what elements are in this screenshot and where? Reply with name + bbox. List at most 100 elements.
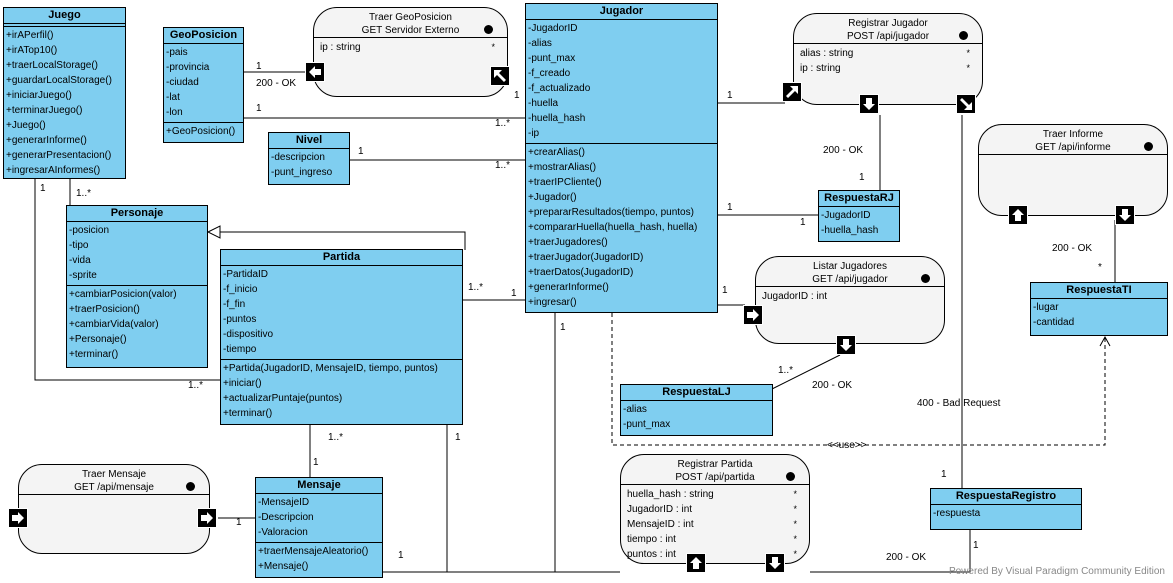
class-respuestarj-title: RespuestaRJ bbox=[819, 191, 899, 207]
attribute: -f_actualizado bbox=[528, 83, 591, 94]
multiplicity-label: 1 bbox=[514, 90, 520, 101]
endpoint-dot-icon bbox=[959, 31, 968, 40]
endpoint-traer-geoposicion[interactable]: Traer GeoPosicion GET Servidor Externo i… bbox=[313, 7, 508, 97]
attribute: -vida bbox=[69, 255, 91, 266]
method: +Mensaje() bbox=[258, 561, 309, 572]
class-respuestarj[interactable]: RespuestaRJ -JugadorID -huella_hash bbox=[818, 190, 900, 242]
endpoint-method: GET Servidor Externo bbox=[361, 25, 460, 36]
arrow-diagonal-up-icon bbox=[782, 82, 802, 102]
class-geoposicion-title: GeoPosicion bbox=[164, 28, 243, 44]
class-personaje[interactable]: Personaje -posicion -tipo -vida -sprite … bbox=[66, 205, 208, 368]
multiplicity-label: 1 bbox=[859, 172, 865, 183]
response-label: 200 - OK bbox=[812, 380, 853, 391]
class-jugador[interactable]: Jugador -JugadorID -alias -punt_max -f_c… bbox=[525, 3, 718, 313]
class-respuestaregistro-title: RespuestaRegistro bbox=[931, 489, 1081, 505]
watermark: Powered By Visual Paradigm Community Edi… bbox=[948, 566, 1165, 577]
attribute: -JugadorID bbox=[821, 210, 871, 221]
attribute: -alias bbox=[528, 38, 552, 49]
class-respuestalj-title: RespuestaLJ bbox=[621, 385, 772, 401]
multiplicity-label: 1 bbox=[722, 285, 728, 296]
arrow-down-icon bbox=[859, 94, 879, 114]
endpoint-dot-icon bbox=[484, 25, 493, 34]
arrow-diagonal-down-icon bbox=[956, 94, 976, 114]
class-partida-title: Partida bbox=[221, 250, 462, 266]
class-personaje-title: Personaje bbox=[67, 206, 207, 222]
class-partida[interactable]: Partida -PartidaID -f_inicio -f_fin -pun… bbox=[220, 249, 463, 425]
class-respuestalj[interactable]: RespuestaLJ -alias -punt_max bbox=[620, 384, 773, 436]
class-nivel[interactable]: Nivel -descripcion -punt_ingreso bbox=[268, 132, 350, 185]
response-label: 200 - OK bbox=[256, 78, 297, 89]
class-respuestati[interactable]: RespuestaTI -lugar -cantidad bbox=[1030, 282, 1168, 336]
endpoint-listar-jugadores[interactable]: Listar Jugadores GET /api/jugador Jugado… bbox=[755, 256, 945, 344]
endpoint-title: Traer Informe bbox=[1042, 129, 1104, 140]
endpoint-title: Traer Mensaje bbox=[81, 469, 147, 480]
attribute: -punt_max bbox=[623, 419, 671, 430]
method: +guardarLocalStorage() bbox=[6, 75, 112, 86]
endpoint-traer-informe[interactable]: Traer Informe GET /api/informe bbox=[978, 124, 1168, 216]
endpoint-title: Listar Jugadores bbox=[813, 261, 887, 272]
attribute: -punt_ingreso bbox=[271, 167, 333, 178]
endpoint-method: POST /api/partida bbox=[675, 472, 755, 483]
attribute: -respuesta bbox=[933, 508, 981, 519]
multiplicity-label: 1 bbox=[256, 61, 262, 72]
class-juego-methods: +irAPerfil() +irATop10() +traerLocalStor… bbox=[4, 27, 125, 180]
multiplicity-label: 1..* bbox=[495, 118, 511, 129]
endpoint-dot-icon bbox=[921, 274, 930, 283]
method: +ingresar() bbox=[528, 297, 577, 308]
multiplicity-label: 1 bbox=[727, 202, 733, 213]
endpoint-param: ip : string bbox=[800, 63, 841, 74]
class-mensaje[interactable]: Mensaje -MensajeID -Descripcion -Valorac… bbox=[255, 477, 383, 578]
endpoint-registrar-jugador[interactable]: Registrar Jugador POST /api/jugador alia… bbox=[793, 13, 983, 105]
method: +Personaje() bbox=[69, 334, 127, 345]
endpoint-dot-icon bbox=[1144, 142, 1153, 151]
attribute: -JugadorID bbox=[528, 23, 578, 34]
multiplicity-label: 1 bbox=[560, 322, 566, 333]
method: +Partida(JugadorID, MensajeID, tiempo, p… bbox=[223, 363, 438, 374]
method: +mostrarAlias() bbox=[528, 162, 597, 173]
multiplicity-label: 1..* bbox=[778, 365, 794, 376]
endpoint-title: Traer GeoPosicion bbox=[369, 12, 452, 23]
endpoint-method: GET /api/informe bbox=[1035, 142, 1111, 153]
multiplicity-label: 1..* bbox=[328, 432, 344, 443]
endpoint-param: JugadorID : int bbox=[627, 504, 693, 515]
attribute: -huella bbox=[528, 98, 559, 109]
endpoint-param: tiempo : int bbox=[627, 534, 676, 545]
attribute: -tipo bbox=[69, 240, 89, 251]
method: +prepararResultados(tiempo, puntos) bbox=[528, 207, 694, 218]
multiplicity-label: 1..* bbox=[76, 188, 92, 199]
arrow-right-icon bbox=[743, 305, 763, 325]
class-nivel-title: Nivel bbox=[269, 133, 349, 149]
multiplicity-label: 1 bbox=[40, 183, 46, 194]
endpoint-title: Registrar Jugador bbox=[848, 18, 928, 29]
response-label: 400 - Bad Request bbox=[917, 398, 1001, 409]
endpoint-param: puntos : int bbox=[627, 549, 676, 560]
endpoint-param: huella_hash : string bbox=[627, 489, 714, 500]
method: +generarInforme() bbox=[6, 135, 87, 146]
class-respuestaregistro[interactable]: RespuestaRegistro -respuesta bbox=[930, 488, 1082, 530]
class-geoposicion[interactable]: GeoPosicion -pais -provincia -ciudad -la… bbox=[163, 27, 244, 143]
attribute: -dispositivo bbox=[223, 329, 274, 340]
attribute: -f_inicio bbox=[223, 284, 258, 295]
method: +GeoPosicion() bbox=[166, 126, 236, 137]
method: +compararHuella(huella_hash, huella) bbox=[528, 222, 698, 233]
endpoint-method: GET /api/jugador bbox=[812, 274, 888, 285]
class-juego-title: Juego bbox=[4, 8, 125, 24]
attribute: -f_fin bbox=[223, 299, 246, 310]
endpoint-param: ip : string bbox=[320, 42, 361, 53]
method: +iniciar() bbox=[223, 378, 262, 389]
endpoint-traer-mensaje[interactable]: Traer Mensaje GET /api/mensaje bbox=[18, 464, 210, 554]
attribute: -lat bbox=[166, 92, 180, 103]
response-label: 200 - OK bbox=[1052, 243, 1093, 254]
attribute: -huella_hash bbox=[821, 225, 879, 236]
endpoint-title: Registrar Partida bbox=[677, 459, 753, 470]
endpoint-dot-icon bbox=[786, 472, 795, 481]
stereotype-label: <<use>> bbox=[827, 440, 867, 451]
multiplicity-label: * bbox=[1098, 262, 1102, 273]
arrow-up-icon bbox=[686, 553, 706, 573]
multiplicity-label: 1 bbox=[455, 432, 461, 443]
method: +terminarJuego() bbox=[6, 105, 83, 116]
multiplicity-label: 1..* bbox=[468, 282, 484, 293]
endpoint-registrar-partida[interactable]: Registrar Partida POST /api/partida huel… bbox=[620, 454, 810, 564]
arrow-up-icon bbox=[1008, 205, 1028, 225]
class-juego[interactable]: Juego +irAPerfil() +irATop10() +traerLoc… bbox=[3, 7, 126, 179]
